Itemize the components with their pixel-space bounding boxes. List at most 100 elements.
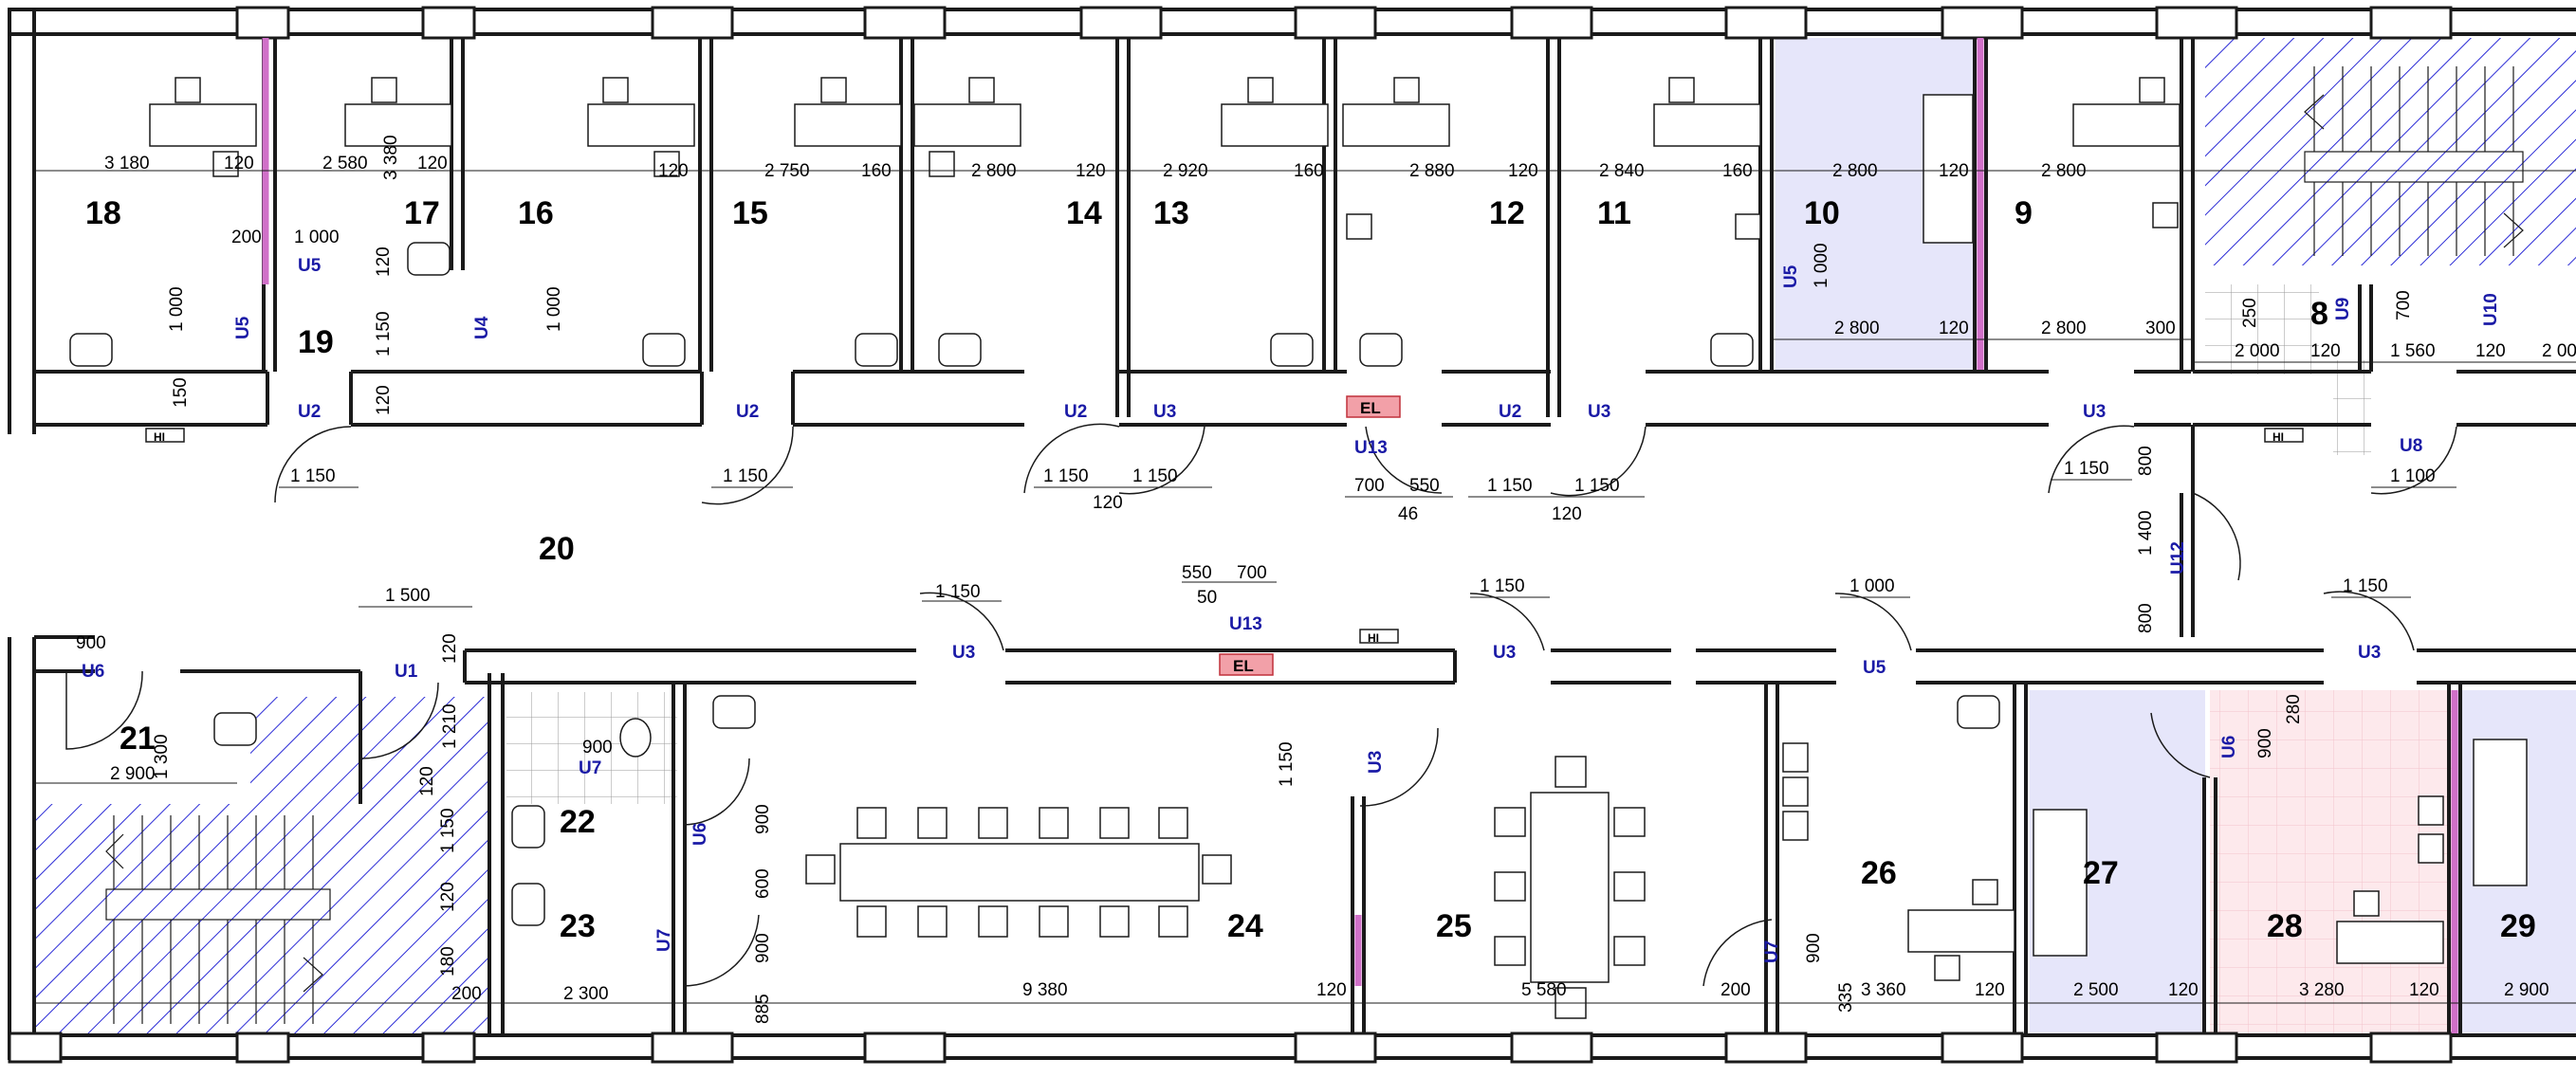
dim-1000: 1 000 [1849,576,1895,596]
dim-2000: 2 000 [2235,341,2280,361]
room-28-fill [2210,690,2452,1033]
dim-550: 550 [1182,563,1212,583]
dim-800: 800 [2136,603,2156,633]
room-20-label: 20 [539,531,575,567]
door-tag-u7: U7 [1762,940,1782,963]
door-tag-u12: U12 [2168,541,2188,575]
dim-1100: 1 100 [2390,466,2436,486]
dim-5580: 5 580 [1521,980,1567,1000]
dim-1500: 1 500 [385,586,431,606]
room-27-label: 27 [2083,855,2119,891]
dim-335: 335 [1836,982,1856,1013]
room-10-label: 10 [1804,195,1840,231]
dim-2900: 2 900 [2504,980,2549,1000]
dim-120: 120 [374,385,394,415]
dim-200: 200 [231,228,262,247]
dim-1000: 1 000 [294,228,340,247]
door-tag-u8: U8 [2400,436,2422,456]
door-tag-u3: U3 [952,643,975,663]
dim-1150: 1 150 [1487,476,1533,496]
dim-120: 120 [374,246,394,277]
dim-800: 800 [2136,446,2156,476]
dim-1150: 1 150 [2343,576,2388,596]
dimensions: 3 180 120 2 580 120 120 2 750 160 2 800 … [76,135,2576,1024]
partitions [262,38,2458,1033]
dim-120: 120 [2409,980,2439,1000]
dim-200: 200 [1720,980,1751,1000]
dim-120: 120 [417,154,448,173]
dim-120: 120 [2310,341,2341,361]
dim-900: 900 [2255,728,2275,758]
dim-120: 120 [1939,319,1969,338]
dim-120: 120 [1316,980,1347,1000]
dim-2800: 2 800 [1834,319,1880,338]
dim-3380: 3 380 [381,135,401,180]
door-tag-u4: U4 [472,316,492,339]
dim-50: 50 [1197,588,1217,608]
dim-1150: 1 150 [374,311,394,356]
dim-2580: 2 580 [322,154,368,173]
dim-1150: 1 150 [290,466,336,486]
room-17-label: 17 [404,195,440,231]
dim-1150: 1 150 [1480,576,1525,596]
dim-900: 900 [1804,933,1824,963]
hi-label: HI [2272,430,2284,444]
wc-tiles-right [2205,284,2319,374]
room-18-label: 18 [85,195,121,231]
elevator-label: EL [1233,657,1254,675]
door-tag-u5: U5 [1863,658,1886,678]
hi-box-3 [2264,428,2304,443]
room-19-label: 19 [298,324,334,360]
room-16-label: 16 [518,195,554,231]
dim-46: 46 [1398,504,1418,524]
dim-9380: 9 380 [1022,980,1068,1000]
columns [8,6,2453,1064]
dim-120: 120 [438,882,458,912]
door-tag-u2: U2 [736,402,759,422]
dim-280: 280 [2284,694,2304,724]
door-tag-u1: U1 [395,662,418,682]
dim-1150: 1 150 [1277,741,1297,787]
dim-3360: 3 360 [1861,980,1906,1000]
dim-1210: 1 210 [440,703,460,749]
room-22-label: 22 [560,804,596,840]
room-28-label: 28 [2267,908,2303,944]
dim-1150: 1 150 [2064,459,2109,479]
elevator-bottom [1219,653,1274,676]
dim-600: 600 [753,868,773,899]
room-numbers: 18 17 16 15 14 13 12 11 10 9 8 19 20 21 … [85,195,2536,944]
room-9-label: 9 [2015,195,2033,231]
dim-300: 300 [2145,319,2176,338]
door-tag-u10: U10 [2481,293,2501,326]
stairwell-bottom-left [34,804,489,1033]
dim-2900: 2 900 [110,764,156,784]
door-tag-u2: U2 [1499,402,1521,422]
door-tag-u5: U5 [233,316,253,339]
dimension-lines [34,170,2576,1004]
dim-180: 180 [438,946,458,977]
dim-1150: 1 150 [1574,476,1620,496]
hi-label: HI [154,430,165,444]
room-8-label: 8 [2310,296,2328,332]
dim-1150: 1 150 [1132,466,1178,486]
room-26-label: 26 [1861,855,1897,891]
dim-1000: 1 000 [544,286,564,332]
dim-3280: 3 280 [2299,980,2345,1000]
dim-700: 700 [2394,290,2414,320]
room-29-label: 29 [2500,908,2536,944]
hi-box-2 [1359,629,1399,644]
door-tag-u7: U7 [654,929,674,952]
dim-900: 900 [582,738,613,758]
dim-120: 120 [2168,980,2199,1000]
dim-3180: 3 180 [104,154,150,173]
dim-2800: 2 800 [2041,319,2087,338]
door-tag-u5: U5 [1781,265,1801,288]
door-tag-u3: U3 [1493,643,1516,663]
hi-label: HI [1368,631,1379,645]
dim-2300: 2 300 [563,984,609,1004]
door-tag-u2: U2 [1064,402,1087,422]
door-tag-u9: U9 [2333,298,2353,320]
dim-120: 120 [1552,504,1582,524]
dim-120: 120 [1975,980,2005,1000]
